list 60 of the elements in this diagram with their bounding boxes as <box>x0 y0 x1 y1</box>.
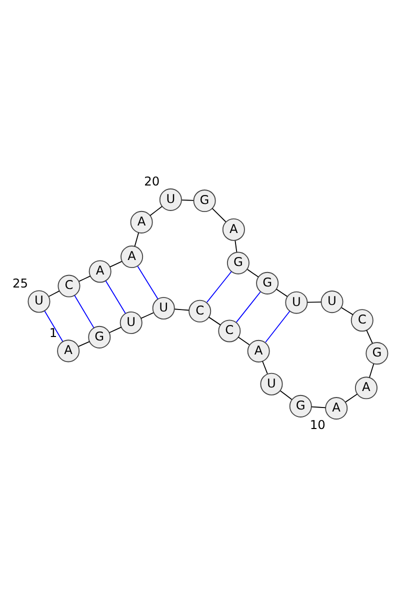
node-circle: A <box>354 376 378 400</box>
connector <box>44 310 64 342</box>
node-circle: G <box>226 252 250 274</box>
node-circle: A <box>130 210 153 234</box>
node-circle: A <box>57 340 80 362</box>
connector <box>265 310 290 343</box>
node-circle: U <box>152 296 175 320</box>
node-label: 10 <box>310 418 326 432</box>
node-circle: C <box>218 320 241 342</box>
connector <box>206 271 232 303</box>
node-circle: G <box>289 394 312 418</box>
connector <box>369 363 374 378</box>
connector <box>78 341 90 347</box>
node-circle: G <box>193 190 216 212</box>
connector <box>181 200 194 201</box>
connector <box>236 291 261 323</box>
node-circle: G <box>366 342 388 365</box>
connector <box>234 240 238 253</box>
node-circle: U <box>320 290 344 314</box>
node-circle: A <box>325 397 348 420</box>
connector <box>212 208 226 222</box>
connector <box>280 390 292 400</box>
connector <box>174 308 190 311</box>
connector <box>307 302 322 303</box>
connector <box>48 290 60 297</box>
node-circle: U <box>28 290 50 313</box>
connector <box>208 316 221 326</box>
node-circle: A <box>247 340 270 362</box>
connector <box>108 326 122 334</box>
connector <box>150 206 163 216</box>
connector <box>246 268 259 278</box>
connector <box>311 406 326 408</box>
connector <box>341 307 354 316</box>
connector <box>366 330 373 344</box>
node-circle: A <box>88 260 112 283</box>
node-circle: A <box>222 218 245 241</box>
node-circle: A <box>120 246 144 268</box>
node-circle: U <box>260 372 283 396</box>
connector <box>134 232 140 247</box>
connector <box>74 294 94 328</box>
node-circle: C <box>58 274 80 298</box>
node-circle: U <box>120 311 142 334</box>
node-label: 1 <box>49 326 58 340</box>
connector <box>137 266 158 300</box>
connector <box>105 280 126 314</box>
connector <box>262 360 268 374</box>
node-circle: U <box>159 188 182 211</box>
node-circle: U <box>285 291 308 314</box>
connector <box>140 312 154 319</box>
node-label: 20 <box>144 174 160 189</box>
connector <box>276 288 288 297</box>
node-circle: C <box>350 309 374 332</box>
connector <box>78 276 91 282</box>
connector <box>110 260 122 268</box>
node-label: 25 <box>12 276 28 290</box>
node-circle: C <box>188 300 212 322</box>
connector <box>238 336 250 346</box>
node-circle: G <box>88 326 111 348</box>
node-circle: G <box>256 272 279 294</box>
connector <box>345 394 358 403</box>
